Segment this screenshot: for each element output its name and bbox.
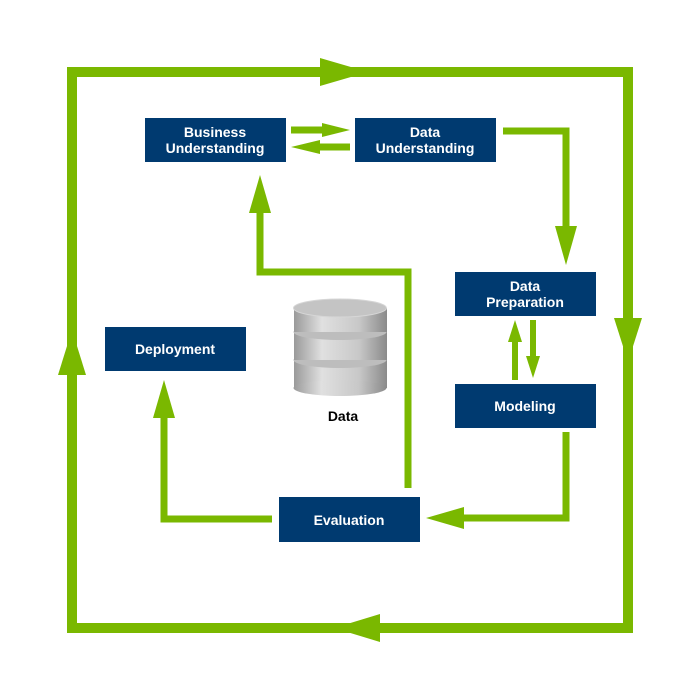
arrow-modeling-to-preparation: [508, 320, 522, 380]
arrow-modeling-to-evaluation: [426, 432, 570, 529]
svg-text:Understanding: Understanding: [166, 140, 265, 156]
svg-text:Understanding: Understanding: [376, 140, 475, 156]
arrow-evaluation-to-deployment: [153, 380, 272, 523]
svg-text:Data: Data: [510, 278, 541, 294]
svg-text:Preparation: Preparation: [486, 294, 564, 310]
data-store-label: Data: [328, 408, 359, 424]
svg-text:Evaluation: Evaluation: [314, 512, 385, 528]
phase-business-understanding: Business Understanding: [145, 118, 286, 162]
phase-modeling: Modeling: [455, 384, 596, 428]
outer-cycle-arrow: [58, 58, 642, 642]
phase-data-understanding: Data Understanding: [355, 118, 496, 162]
arrow-business-to-data-understanding: [291, 123, 350, 137]
svg-text:Deployment: Deployment: [135, 341, 215, 357]
phase-data-preparation: Data Preparation: [455, 272, 596, 316]
svg-text:Data: Data: [410, 124, 441, 140]
arrow-data-understanding-to-preparation: [503, 127, 577, 265]
svg-text:Modeling: Modeling: [494, 398, 555, 414]
arrow-preparation-to-modeling: [526, 320, 540, 378]
arrow-data-understanding-to-business: [291, 140, 350, 154]
phase-evaluation: Evaluation: [279, 497, 420, 542]
database-icon: [293, 298, 387, 396]
svg-text:Business: Business: [184, 124, 246, 140]
arrow-evaluation-to-business: [249, 175, 412, 488]
phase-deployment: Deployment: [105, 327, 246, 371]
